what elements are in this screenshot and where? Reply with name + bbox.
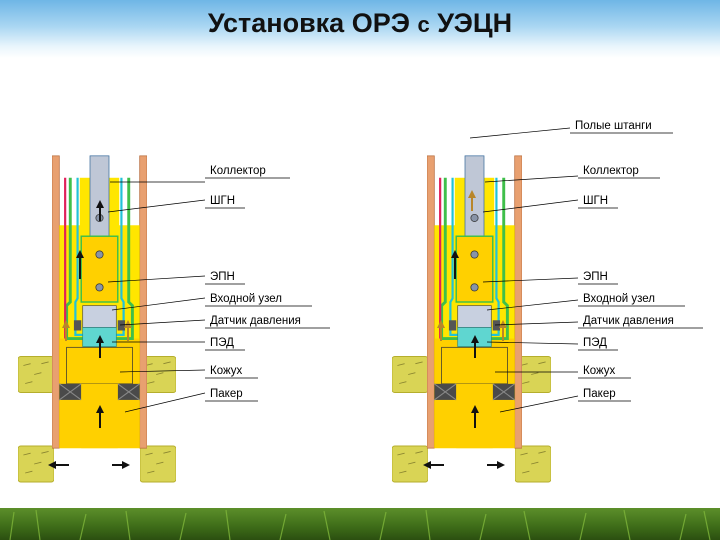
right-label-epn: ЭПН [583, 271, 608, 283]
left-label-sensor: Датчик давления [210, 315, 301, 327]
left-label-shgn: ШГН [210, 195, 235, 207]
left-label-ped: ПЭД [210, 337, 234, 349]
left-label-shroud: Кожух [210, 365, 243, 377]
left-label-epn: ЭПН [210, 271, 235, 283]
left-label-texts: Коллектор ШГН ЭПН Входной узел Датчик да… [205, 165, 330, 401]
right-label-shroud: Кожух [583, 365, 616, 377]
left-well [18, 156, 176, 482]
right-label-packer: Пакер [583, 388, 616, 400]
right-well [392, 156, 551, 482]
right-label-collector: Коллектор [583, 165, 639, 177]
right-label-ped: ПЭД [583, 337, 607, 349]
left-label-packer: Пакер [210, 388, 243, 400]
left-label-inlet: Входной узел [210, 293, 282, 305]
left-label-collector: Коллектор [210, 165, 266, 177]
right-label-hollow-rods: Полые штанги [575, 120, 652, 132]
right-label-inlet: Входной узел [583, 293, 655, 305]
right-label-shgn: ШГН [583, 195, 608, 207]
right-label-texts: Полые штанги Коллектор ШГН ЭПН Входной у… [570, 120, 703, 401]
right-label-sensor: Датчик давления [583, 315, 674, 327]
